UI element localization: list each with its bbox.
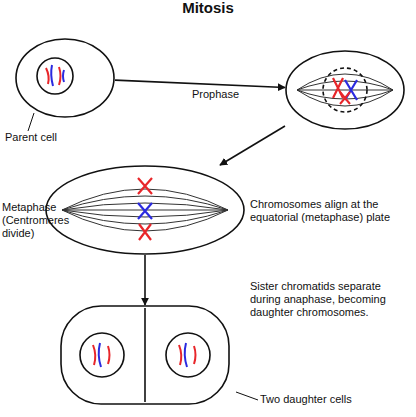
nucleus: [166, 333, 210, 377]
chromosome: [179, 345, 181, 365]
cell-membrane: [16, 39, 114, 117]
nucleus: [323, 68, 367, 112]
stage-label: Metaphase (Centromeres divide): [2, 201, 76, 240]
flow-arrow: [115, 80, 285, 87]
cell-node: Two daughter cells: [60, 305, 230, 405]
note-text: Chromosomes align at the equatorial (met…: [250, 198, 410, 224]
spindle-fiber: [62, 196, 228, 210]
chromosome: [185, 343, 187, 367]
chromosome: [138, 203, 152, 219]
nucleus: [37, 58, 73, 94]
spindle-fiber: [62, 189, 228, 210]
spindle-fiber: [62, 203, 228, 210]
flow-arrow: [220, 126, 285, 165]
cell-outline: [285, 50, 405, 130]
nucleus: [80, 333, 124, 377]
cell-division-wall: [144, 308, 146, 402]
cell-node: Parent cell: [15, 38, 115, 118]
spindle-fiber: [62, 210, 228, 231]
stage-label: Two daughter cells: [260, 393, 400, 406]
stage-label: Prophase: [192, 88, 267, 101]
cell-outline: [60, 305, 230, 405]
chromosome: [99, 343, 101, 367]
leader-line: [28, 113, 34, 131]
chromosome: [340, 92, 350, 104]
spindle-fiber: [297, 90, 393, 106]
cell-node: Metaphase (Centromeres divide): [45, 165, 245, 255]
chromosome: [46, 68, 49, 84]
chromosome: [59, 67, 61, 85]
cell-outline: [15, 38, 115, 118]
cell-membrane: [286, 51, 404, 129]
stage-label: Parent cell: [5, 131, 85, 144]
chromosome: [138, 178, 152, 194]
chromosome: [51, 65, 53, 86]
spindle-fiber: [297, 90, 393, 91]
leader-line: [236, 392, 258, 400]
edge-label: Sister chromatids separate during anapha…: [250, 280, 412, 319]
chromosome: [194, 346, 196, 364]
chromosome: [93, 345, 95, 365]
cell-membrane: [46, 166, 244, 254]
chromosome: [108, 346, 110, 364]
flow-arrow: [144, 255, 146, 305]
chromosome: [139, 224, 151, 240]
cell-membrane: [61, 306, 229, 404]
diagram-title: Mitosis: [168, 0, 248, 16]
cell-outline: [45, 165, 245, 255]
chromosome: [63, 70, 64, 82]
spindle-fiber: [297, 81, 393, 90]
cell-node: Prophase: [285, 50, 405, 130]
